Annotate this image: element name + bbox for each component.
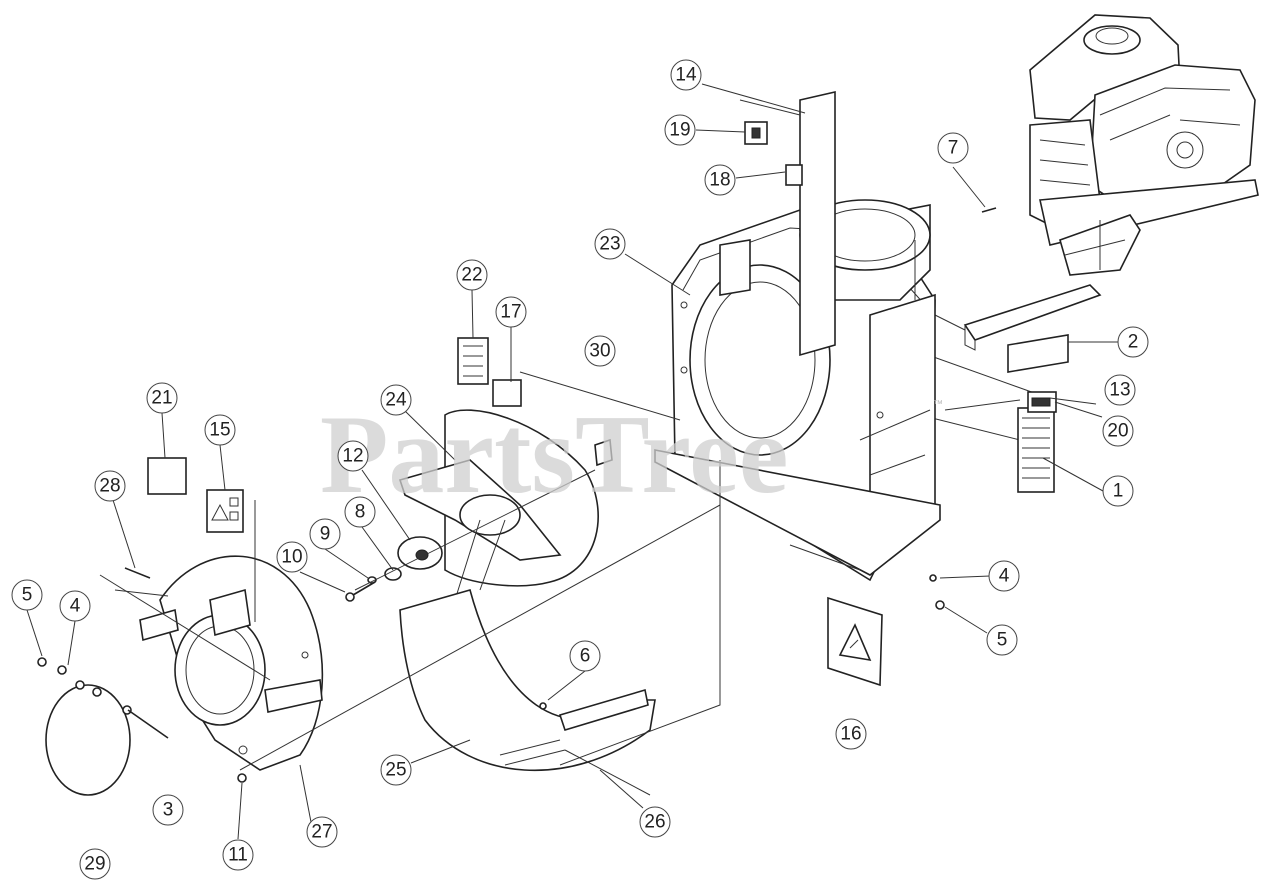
callout-7[interactable]: 7: [937, 132, 969, 164]
callout-1[interactable]: 1: [1102, 475, 1134, 507]
shroud: [399, 589, 656, 772]
svg-text:4: 4: [999, 566, 1010, 587]
svg-text:11: 11: [228, 845, 248, 866]
callout-30[interactable]: 30: [584, 335, 616, 367]
callout-4b[interactable]: 4: [59, 590, 91, 622]
fan-hub: [397, 536, 443, 570]
svg-text:22: 22: [461, 265, 482, 286]
callout-25[interactable]: 25: [380, 754, 412, 786]
svg-text:26: 26: [644, 812, 665, 833]
fan-impeller: [398, 409, 599, 601]
hardware-left: [37, 567, 247, 783]
callout-27[interactable]: 27: [306, 816, 338, 848]
watermark-trademark: ™: [933, 399, 943, 410]
callout-19[interactable]: 19: [664, 114, 696, 146]
callout-15[interactable]: 15: [204, 414, 236, 446]
hardware-right: [539, 207, 997, 710]
svg-text:30: 30: [589, 341, 610, 362]
callout-16[interactable]: 16: [835, 718, 867, 750]
svg-text:13: 13: [1109, 380, 1130, 401]
assembly-lines: [99, 399, 1021, 771]
callout-23[interactable]: 23: [594, 228, 626, 260]
svg-text:16: 16: [840, 724, 861, 745]
decal-20: [1027, 391, 1057, 413]
callout-24[interactable]: 24: [380, 384, 412, 416]
callout-14[interactable]: 14: [670, 59, 702, 91]
svg-text:24: 24: [385, 390, 407, 411]
callout-28[interactable]: 28: [94, 470, 126, 502]
callout-8[interactable]: 8: [344, 496, 376, 528]
callout-6[interactable]: 6: [569, 640, 601, 672]
svg-text:1: 1: [1113, 481, 1124, 502]
decal-22: [457, 337, 489, 385]
callout-12[interactable]: 12: [337, 440, 369, 472]
callout-5b[interactable]: 5: [986, 624, 1018, 656]
callout-17[interactable]: 17: [495, 296, 527, 328]
svg-text:12: 12: [342, 446, 363, 467]
svg-text:28: 28: [99, 476, 120, 497]
callout-22[interactable]: 22: [456, 259, 488, 291]
svg-text:8: 8: [355, 502, 366, 523]
bolt: [345, 581, 376, 602]
decal-21: [147, 457, 187, 495]
callout-11[interactable]: 11: [222, 839, 254, 871]
svg-text:27: 27: [311, 822, 332, 843]
svg-text:20: 20: [1107, 421, 1128, 442]
callout-13[interactable]: 13: [1104, 374, 1136, 406]
svg-text:18: 18: [709, 170, 730, 191]
svg-text:2: 2: [1128, 332, 1139, 353]
callout-3[interactable]: 3: [152, 794, 184, 826]
svg-text:6: 6: [580, 646, 591, 667]
svg-text:7: 7: [948, 138, 959, 159]
svg-text:19: 19: [669, 120, 690, 141]
svg-text:29: 29: [84, 854, 105, 875]
svg-text:4: 4: [70, 596, 81, 617]
callout-18[interactable]: 18: [704, 164, 736, 196]
callout-20[interactable]: 20: [1102, 415, 1134, 447]
svg-text:14: 14: [675, 65, 697, 86]
washer: [384, 567, 402, 581]
svg-text:10: 10: [281, 547, 302, 568]
svg-text:23: 23: [599, 234, 620, 255]
decal-18: [785, 164, 803, 186]
svg-text:9: 9: [320, 524, 331, 545]
engine-assembly: [1029, 14, 1259, 276]
leader-lines: [26, 83, 1118, 840]
svg-text:5: 5: [22, 585, 33, 606]
svg-text:25: 25: [385, 760, 406, 781]
svg-text:21: 21: [151, 388, 172, 409]
decal-14-bracket: [739, 90, 836, 357]
callout-4a[interactable]: 4: [988, 560, 1020, 592]
callout-9[interactable]: 9: [309, 518, 341, 550]
svg-text:5: 5: [997, 630, 1008, 651]
callout-21[interactable]: 21: [146, 382, 178, 414]
decal-1: [1017, 407, 1055, 493]
svg-text:3: 3: [163, 800, 174, 821]
decal-17: [492, 379, 522, 407]
callout-29[interactable]: 29: [79, 848, 111, 880]
svg-text:17: 17: [500, 302, 521, 323]
svg-text:15: 15: [209, 420, 230, 441]
fan-housing-frame: [594, 199, 941, 582]
inlet-cover: [45, 684, 131, 796]
decal-15: [206, 489, 244, 533]
callout-26[interactable]: 26: [639, 806, 671, 838]
callout-5a[interactable]: 5: [11, 579, 43, 611]
decal-19: [744, 121, 768, 145]
inlet-housing: [139, 555, 324, 771]
decal-16-warning: [827, 596, 883, 687]
callout-2[interactable]: 2: [1117, 326, 1149, 358]
callout-10[interactable]: 10: [276, 541, 308, 573]
callouts: 1 2 3 4 4 5 5 6 7 8 9 10 11 12 13 14 15 …: [11, 59, 1149, 880]
